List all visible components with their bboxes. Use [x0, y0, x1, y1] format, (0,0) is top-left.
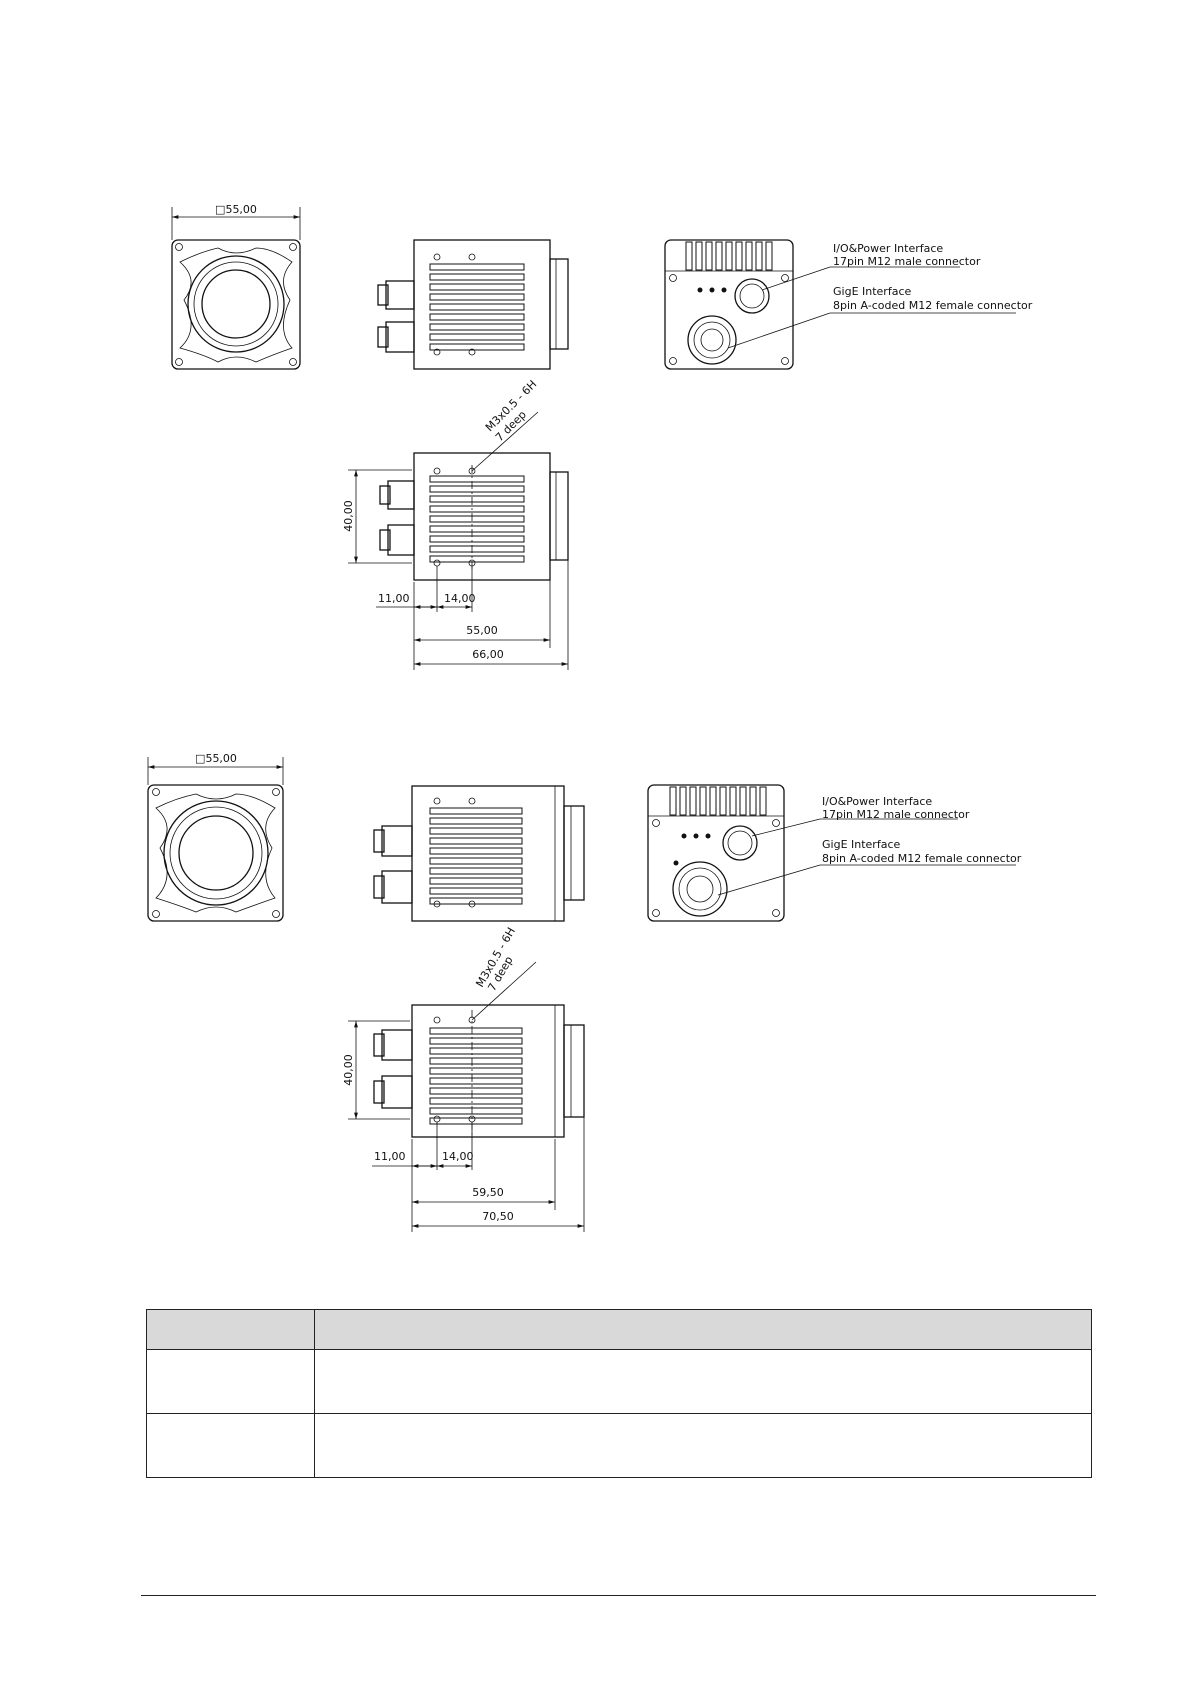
dim-11-a: 11,00 — [378, 592, 410, 605]
table-cell — [314, 1413, 1092, 1478]
io-label-b-line1: I/O&Power Interface — [822, 795, 932, 808]
body-length-dim-a: 55,00 — [466, 624, 498, 637]
height-dim-a: 40,00 — [342, 500, 355, 532]
side-view-a-top — [377, 239, 569, 370]
footer-rule — [141, 1595, 1096, 1596]
front-width-dim-b: □55,00 — [195, 752, 237, 765]
gige-label-a-line1: GigE Interface — [833, 285, 911, 298]
table-row — [146, 1413, 1092, 1478]
io-label-a-line2: 17pin M12 male connector — [833, 255, 981, 268]
table-cell — [146, 1349, 315, 1414]
io-label-a-line1: I/O&Power Interface — [833, 242, 943, 255]
table-header-row — [146, 1309, 1092, 1350]
dim-14-a: 14,00 — [444, 592, 476, 605]
front-view-b: □55,00 — [147, 752, 284, 922]
technical-drawings: □55,00 — [147, 203, 1033, 1232]
total-length-dim-b: 70,50 — [482, 1210, 514, 1223]
table-cell — [314, 1349, 1092, 1414]
total-length-dim-a: 66,00 — [472, 648, 504, 661]
dim-14-b: 14,00 — [442, 1150, 474, 1163]
side-view-b-top — [373, 785, 585, 922]
table-row — [146, 1349, 1092, 1414]
body-length-dim-b: 59,50 — [472, 1186, 504, 1199]
gige-label-b-line2: 8pin A-coded M12 female connector — [822, 852, 1022, 865]
spec-table — [146, 1309, 1092, 1478]
side-view-b-dimensioned: M3x0.5 - 6H 7 deep 40,00 11,00 14,00 59,… — [342, 925, 585, 1232]
rear-view-a: I/O&Power Interface 17pin M12 male conne… — [664, 239, 1033, 370]
dim-11-b: 11,00 — [374, 1150, 406, 1163]
table-header-cell — [146, 1309, 315, 1350]
table-header-cell — [314, 1309, 1092, 1350]
gige-label-a-line2: 8pin A-coded M12 female connector — [833, 299, 1033, 312]
table-cell — [146, 1413, 315, 1478]
rear-view-b: I/O&Power Interface 17pin M12 male conne… — [647, 784, 1022, 922]
front-width-dim-a: □55,00 — [215, 203, 257, 216]
side-view-a-dimensioned: M3x0.5 - 6H 7 deep 40,00 11,00 14,00 55,… — [342, 378, 569, 670]
gige-label-b-line1: GigE Interface — [822, 838, 900, 851]
height-dim-b: 40,00 — [342, 1054, 355, 1086]
io-label-b-line2: 17pin M12 male connector — [822, 808, 970, 821]
front-view-a: □55,00 — [171, 203, 301, 370]
